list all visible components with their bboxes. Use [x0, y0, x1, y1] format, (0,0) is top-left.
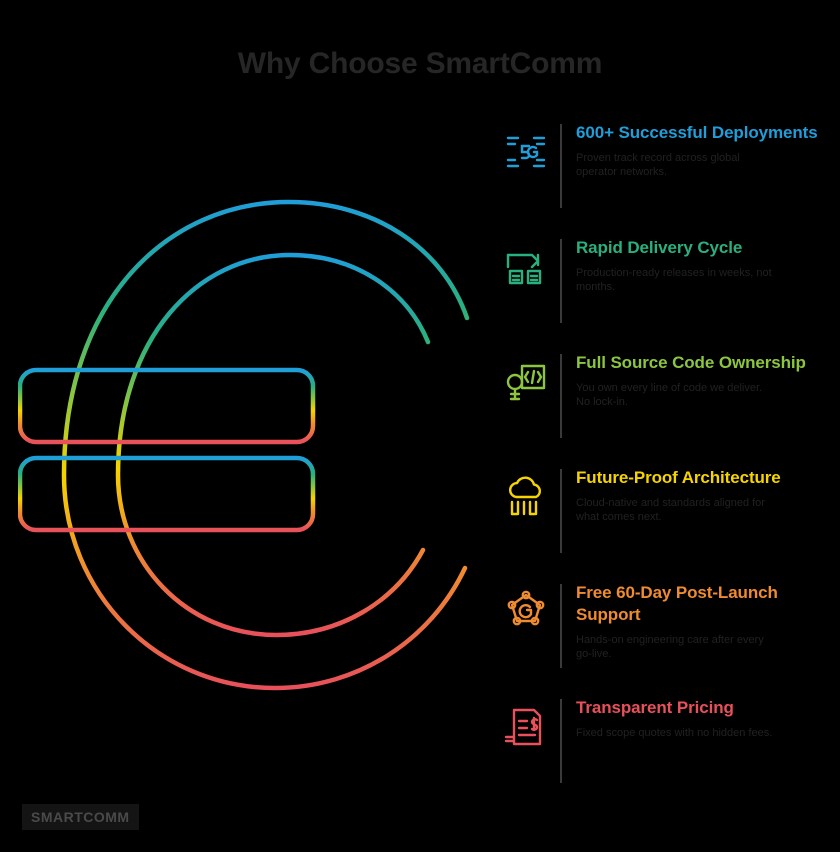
benefit-item-source-code: Full Source Code Ownership You own every… [498, 350, 828, 465]
source-code-key-icon [498, 354, 554, 410]
benefit-description: Fixed scope quotes with no hidden fees. [576, 727, 773, 739]
footer-logo: SMARTCOMM [22, 804, 139, 830]
benefit-item-delivery: Rapid Delivery Cycle Production-ready re… [498, 235, 828, 350]
euro-symbol-svg [18, 199, 470, 691]
benefit-item-deployments: 600+ Successful Deployments Proven track… [498, 120, 828, 235]
benefit-title: Future-Proof Architecture [576, 468, 781, 487]
benefit-body: 600+ Successful Deployments Proven track… [576, 120, 828, 179]
benefit-description: Cloud-native and standards aligned for w… [576, 497, 765, 523]
benefit-item-pricing: Transparent Pricing Fixed scope quotes w… [498, 695, 828, 783]
benefit-divider [560, 584, 562, 668]
cloud-architecture-icon [498, 469, 554, 525]
benefit-divider [560, 239, 562, 323]
benefit-title: 600+ Successful Deployments [576, 123, 818, 142]
benefit-title: Transparent Pricing [576, 698, 734, 717]
benefit-description: Proven track record across global operat… [576, 152, 740, 178]
benefit-title: Full Source Code Ownership [576, 353, 806, 372]
euro-lower-bar [18, 455, 316, 533]
euro-inner-arc [115, 252, 431, 638]
benefit-body: Full Source Code Ownership You own every… [576, 350, 828, 409]
invoice-icon [498, 699, 554, 755]
gear-support-icon [498, 584, 554, 640]
benefit-body: Transparent Pricing Fixed scope quotes w… [576, 695, 828, 740]
benefit-description: Production-ready releases in weeks, not … [576, 267, 772, 293]
benefit-body: Future-Proof Architecture Cloud-native a… [576, 465, 828, 524]
euro-outer-arc [61, 199, 470, 691]
benefit-description: Hands-on engineering care after every go… [576, 634, 764, 660]
euro-upper-bar [18, 367, 316, 445]
benefit-divider [560, 469, 562, 553]
benefit-item-architecture: Future-Proof Architecture Cloud-native a… [498, 465, 828, 580]
benefit-body: Rapid Delivery Cycle Production-ready re… [576, 235, 828, 294]
benefit-title: Free 60-Day Post-Launch Support [576, 583, 778, 624]
benefit-title: Rapid Delivery Cycle [576, 238, 743, 257]
benefits-list: 600+ Successful Deployments Proven track… [498, 120, 828, 783]
benefit-divider [560, 699, 562, 783]
page-title: Why Choose SmartComm [237, 47, 603, 80]
five-g-icon [498, 124, 554, 180]
benefit-item-support: Free 60-Day Post-Launch Support Hands-on… [498, 580, 828, 695]
benefit-divider [560, 124, 562, 208]
euro-symbol-graphic [18, 170, 488, 715]
delivery-calendar-icon [498, 239, 554, 295]
benefit-body: Free 60-Day Post-Launch Support Hands-on… [576, 580, 828, 661]
benefit-description: You own every line of code we deliver. N… [576, 382, 763, 408]
benefit-divider [560, 354, 562, 438]
